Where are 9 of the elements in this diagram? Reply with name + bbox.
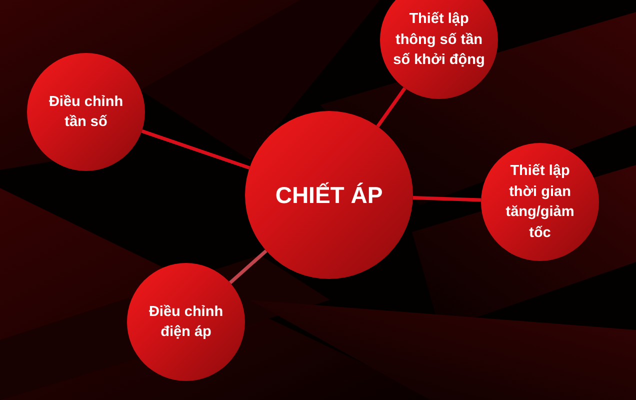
node-label: CHIẾT ÁP <box>274 181 384 209</box>
node-label: Điều chỉnh tần số <box>48 92 124 132</box>
connector-line <box>376 87 406 128</box>
node-label: Điều chỉnh điện áp <box>148 302 224 342</box>
node-label: Thiết lập thời gian tăng/giảm tốc <box>504 162 576 242</box>
connector-line <box>141 129 250 170</box>
connector-line <box>228 249 268 284</box>
connector-line <box>412 196 482 202</box>
node-label: Thiết lập thông số tần số khởi động <box>392 10 486 70</box>
